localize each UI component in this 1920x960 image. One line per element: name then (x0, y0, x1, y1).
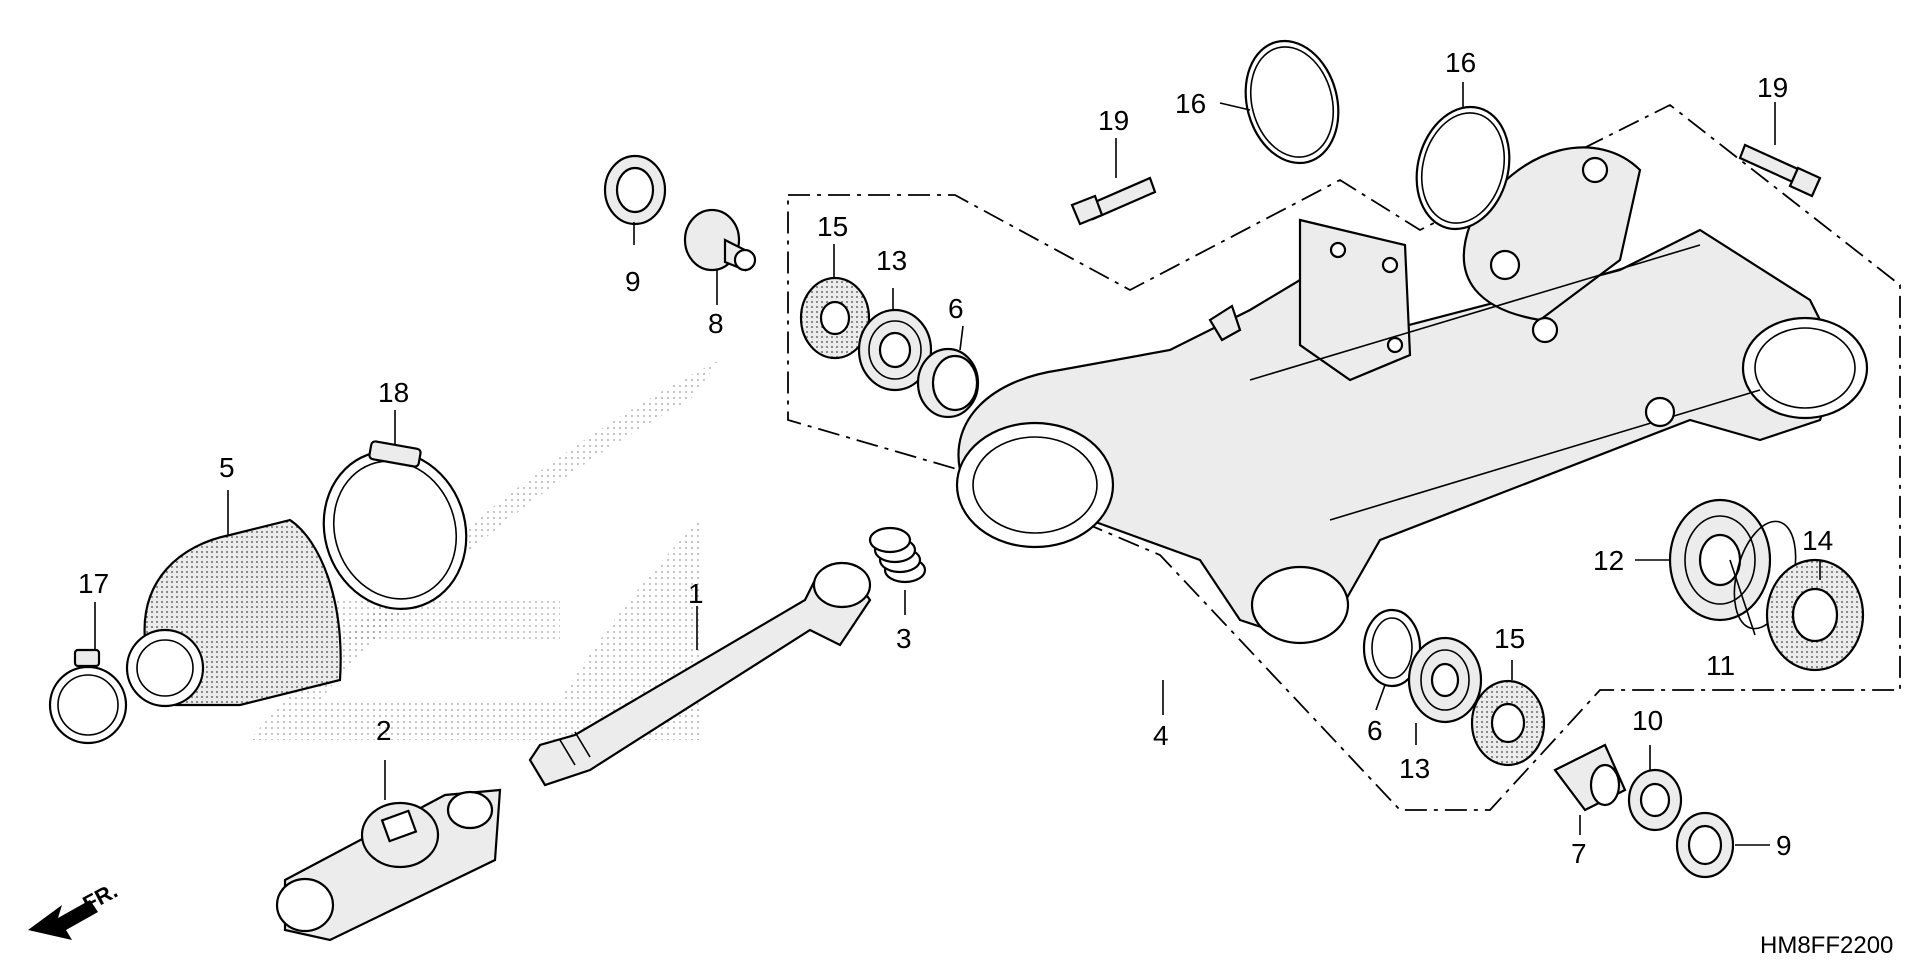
callout-9a: 9 (625, 266, 641, 297)
callout-9b: 9 (1776, 830, 1792, 861)
callout-5: 5 (219, 452, 235, 483)
callout-6a: 6 (948, 293, 964, 324)
callout-17: 17 (78, 568, 109, 599)
leader-lines (94, 82, 1821, 846)
drawing-code: HM8FF2200 (1760, 932, 1893, 959)
callout-14: 14 (1802, 525, 1833, 556)
callout-3: 3 (896, 623, 912, 654)
bearing-lower (1407, 636, 1483, 724)
callout-2: 2 (376, 715, 392, 746)
small-clamp (48, 648, 128, 745)
callout-8: 8 (708, 308, 724, 339)
callout-4: 4 (1153, 720, 1169, 751)
spring (868, 526, 927, 584)
dust-boot (1553, 743, 1627, 812)
circlip-left (916, 347, 980, 419)
callout-18: 18 (378, 377, 409, 408)
bearing-left (857, 308, 933, 392)
callout-7: 7 (1571, 838, 1587, 869)
large-clamp (322, 440, 468, 610)
watermark-wing (250, 360, 720, 740)
callout-6b: 6 (1367, 715, 1383, 746)
pivot-plug (683, 208, 757, 272)
callout-16b: 16 (1445, 47, 1476, 78)
callout-15b: 15 (1494, 623, 1525, 654)
callout-19b: 19 (1757, 72, 1788, 103)
drive-shaft (528, 561, 872, 787)
front-arrow-icon (28, 900, 98, 940)
callout-15a: 15 (817, 211, 848, 242)
circlip-lower (1362, 608, 1422, 688)
o-ring-a (1244, 39, 1340, 165)
universal-joint (275, 788, 502, 942)
callout-11: 11 (1706, 650, 1735, 681)
bolt-right (1738, 143, 1822, 198)
callout-10: 10 (1632, 705, 1663, 736)
swingarm (955, 146, 1869, 645)
callout-19a: 19 (1098, 105, 1129, 136)
callout-1: 1 (688, 578, 704, 609)
callout-12: 12 (1593, 545, 1624, 576)
callout-16a: 16 (1175, 88, 1206, 119)
lock-nut-top (603, 154, 667, 226)
callout-13b: 13 (1399, 753, 1430, 784)
callouts: 1 2 3 4 5 6 6 7 8 9 9 10 11 12 13 13 14 … (78, 47, 1833, 869)
pivot-nut (1627, 768, 1683, 832)
callout-13a: 13 (876, 245, 907, 276)
oil-seal-right-upper (1765, 558, 1865, 672)
bearing-right-upper (1668, 498, 1772, 622)
o-ring-b (1415, 105, 1511, 231)
oil-seal-left (799, 276, 871, 360)
oil-seal-lower (1470, 679, 1546, 767)
bolt-left (1070, 176, 1157, 226)
front-direction-indicator: FR. (28, 878, 122, 940)
drive-shaft-boot (125, 518, 342, 708)
lock-nut-bottom (1675, 811, 1735, 879)
